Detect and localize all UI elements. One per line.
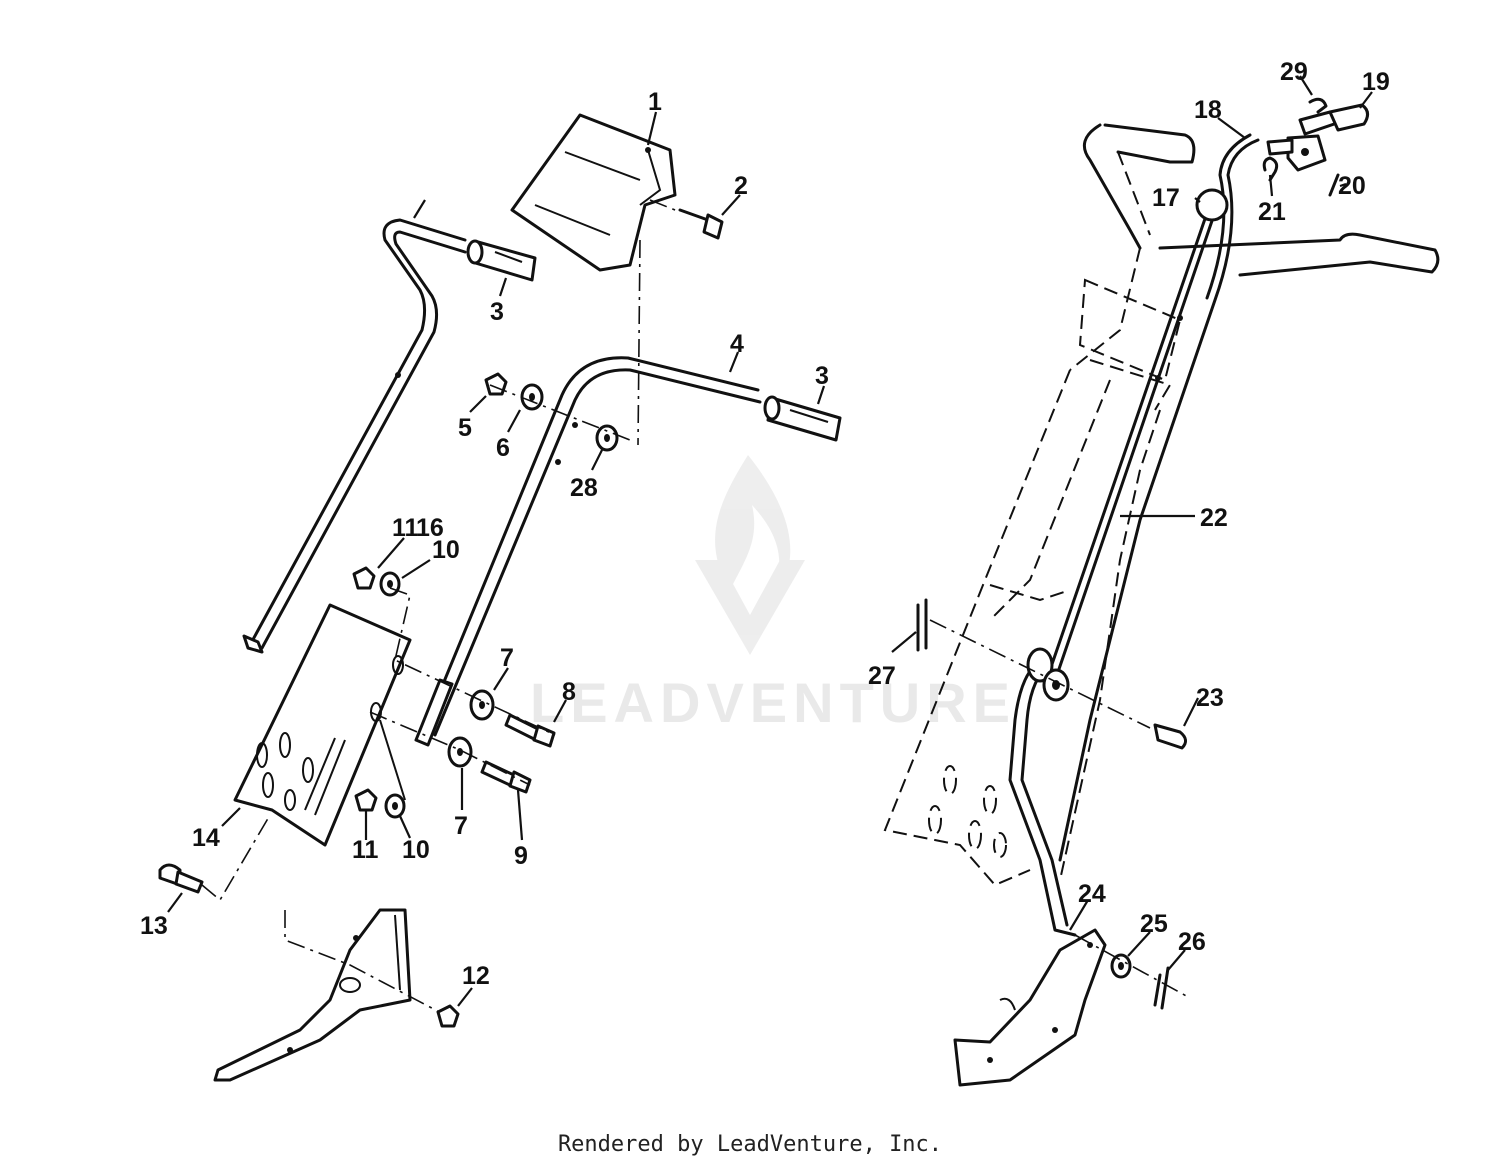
part-23-clevis-pin — [1153, 723, 1187, 750]
leader-lines — [167, 75, 1373, 1007]
callout-6: 6 — [496, 434, 510, 462]
assembly-line-upper-bolt — [389, 587, 556, 736]
callout-29: 29 — [1280, 58, 1308, 86]
callout-12: 12 — [462, 962, 490, 990]
part-4-handle — [418, 356, 762, 742]
watermark-logo — [695, 455, 805, 655]
right-handle-frame — [883, 123, 1440, 887]
assembly-line-24-26 — [1074, 934, 1191, 999]
callout-13: 13 — [140, 912, 168, 940]
part-3-grip-upper — [466, 239, 537, 282]
part-2-bolt — [678, 208, 724, 240]
callout-7-lower: 7 — [454, 812, 468, 840]
bracket-frame — [213, 908, 412, 1082]
assembly-line-27-23 — [929, 619, 1151, 729]
callout-10-lower: 10 — [402, 836, 430, 864]
assembly-line-13 — [201, 814, 271, 902]
part-8-bolt — [504, 713, 556, 748]
callout-11-lower: 11 — [352, 836, 379, 864]
part-18-cable — [1058, 133, 1260, 862]
assembly-line-bolt-2 — [649, 199, 681, 213]
right-lower-bracket — [953, 928, 1107, 1087]
part-9-bolt — [480, 760, 532, 794]
callout-9: 9 — [514, 842, 528, 870]
callout-2: 2 — [734, 172, 748, 200]
callout-16: 16 — [416, 514, 444, 542]
part-7-washer-upper — [469, 689, 495, 721]
callout-20: 20 — [1338, 172, 1366, 200]
callout-25: 25 — [1140, 910, 1168, 938]
part-4-lower-bracket — [414, 678, 454, 747]
assembly-line-cover — [637, 239, 641, 446]
watermark-text: LEADVENTURE — [530, 671, 1016, 734]
callout-5: 5 — [458, 414, 472, 442]
callout-labels: 1 2 3 3 4 5 6 28 16 11 10 7 8 7 9 11 10 … — [140, 58, 1390, 990]
callout-27: 27 — [868, 662, 896, 690]
callout-26: 26 — [1178, 928, 1206, 956]
callout-7-upper: 7 — [500, 644, 514, 672]
callout-3-upper: 3 — [490, 298, 504, 326]
callout-10-upper: 10 — [432, 536, 460, 564]
callout-18: 18 — [1194, 96, 1222, 124]
part-11-nut-lower — [354, 788, 378, 812]
part-3-grip-lower — [763, 395, 842, 442]
part-19-control-lever — [1266, 103, 1369, 172]
part-5-nut — [484, 372, 508, 396]
callout-11-upper: 11 — [392, 514, 419, 542]
part-16-handle — [242, 218, 467, 654]
part-10-washer-lower — [384, 793, 406, 819]
assembly-line-12 — [284, 910, 446, 1016]
part-22-control-rod — [1048, 208, 1217, 674]
assembly-line-washer — [379, 719, 406, 801]
footer-credit: Rendered by LeadVenture, Inc. — [557, 1132, 943, 1157]
callout-1: 1 — [648, 88, 662, 116]
assembly-line-lower-bolt — [369, 711, 531, 786]
callout-22: 22 — [1200, 504, 1228, 532]
callout-28: 28 — [570, 474, 598, 502]
assembly-line-handle-bolt — [489, 384, 631, 441]
part-10-washer-upper — [379, 571, 401, 597]
part-24-linkage-rod — [1008, 647, 1077, 937]
part-25-washer — [1110, 953, 1132, 979]
part-28-washer — [595, 424, 619, 452]
callout-4: 4 — [730, 330, 744, 358]
part-20-pin — [1328, 173, 1340, 197]
part-7-washer-lower — [447, 736, 473, 768]
part-1-cover-plate — [510, 113, 677, 272]
part-12-nut — [436, 1004, 460, 1028]
callout-14: 14 — [192, 824, 220, 852]
part-13-carriage-bolt — [158, 863, 204, 894]
callout-23: 23 — [1196, 684, 1224, 712]
part-17-knob — [1195, 188, 1229, 222]
part-27-cotter-pin — [916, 598, 928, 652]
callout-19: 19 — [1362, 68, 1390, 96]
callout-17: 17 — [1152, 184, 1180, 212]
part-6-washer — [520, 383, 544, 411]
callout-8: 8 — [562, 678, 576, 706]
part-14-plate — [233, 603, 412, 847]
callout-3-lower: 3 — [815, 362, 829, 390]
part-11-nut-upper — [352, 566, 376, 590]
part-29-clip — [1308, 97, 1328, 114]
callout-24: 24 — [1078, 880, 1106, 908]
part-26-cotter-pin — [1153, 966, 1170, 1010]
part-21-clip — [1262, 156, 1279, 182]
callout-21: 21 — [1258, 198, 1286, 226]
